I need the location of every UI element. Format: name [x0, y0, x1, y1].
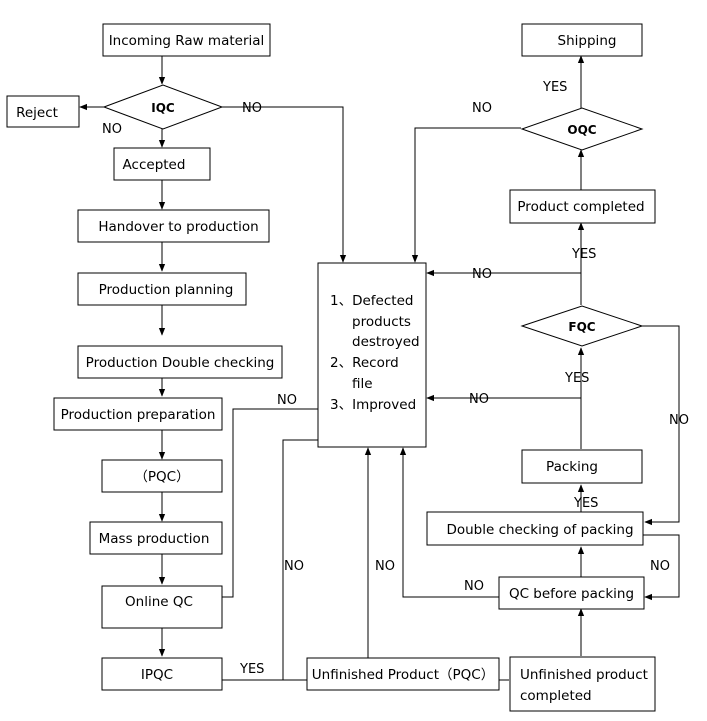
node-qc-before-packing: QC before packing [498, 576, 645, 610]
node-shipping-label: Shipping [558, 33, 617, 49]
node-shipping: Shipping [521, 23, 643, 57]
node-handover: Handover to production [77, 209, 270, 243]
node-double-check: Production Double checking [77, 345, 283, 379]
edge-qcbefore-no-center [399, 447, 499, 598]
connectors [79, 55, 680, 681]
node-product-completed: Product completed [509, 189, 656, 224]
node-ipqc: IPQC [101, 657, 223, 691]
label-no-fqc-center: NO [472, 267, 492, 282]
node-qc-before-packing-label: QC before packing [509, 586, 634, 602]
edge-doublecheck-no-qcbefore [643, 534, 680, 601]
center-line-5: file [352, 376, 373, 392]
node-iqc: IQC [102, 84, 224, 130]
node-unfinished-pqc-label: Unfinished Product（PQC） [312, 667, 494, 683]
center-line-1: 1、Defected [330, 293, 413, 309]
edge-oqc-no-center [411, 127, 521, 263]
center-line-4: 2、Record [330, 355, 399, 371]
label-no-doublecheck: NO [650, 559, 670, 574]
label-no-unfinished: NO [375, 559, 395, 574]
node-online-qc: Online QC [101, 585, 223, 629]
node-unfinished-completed-line-1: Unfinished product [520, 667, 648, 683]
node-double-check-packing: Double checking of packing [426, 511, 644, 546]
node-preparation-label: Production preparation [61, 407, 216, 423]
label-no-packing-center: NO [469, 392, 489, 407]
node-mass: Mass production [89, 521, 223, 555]
node-unfinished-completed-line-2: completed [520, 688, 592, 704]
node-accepted-label: Accepted [123, 157, 186, 173]
node-pqc-label: （PQC） [134, 469, 189, 485]
label-yes-fqc: YES [571, 247, 596, 262]
label-no-qcbefore: NO [464, 579, 484, 594]
node-planning: Production planning [77, 272, 247, 306]
label-yes-ipqc: YES [239, 662, 264, 677]
label-no-fqc-right: NO [669, 413, 689, 428]
center-line-6: 3、Improved [330, 397, 416, 413]
node-incoming: Incoming Raw material [102, 23, 271, 57]
node-ipqc-label: IPQC [141, 667, 173, 683]
edge-iqc-no-center [222, 106, 347, 263]
center-line-2: products [352, 314, 411, 330]
node-unfinished-pqc: Unfinished Product（PQC） [306, 657, 500, 691]
edge-fqc-no-doublecheck [642, 325, 680, 526]
node-packing: Packing [521, 449, 643, 484]
label-no-oqc: NO [472, 101, 492, 116]
node-oqc: OQC [520, 107, 644, 151]
node-planning-label: Production planning [99, 282, 234, 298]
node-product-completed-label: Product completed [517, 199, 644, 215]
edge-onlineqc-no-center [222, 405, 328, 598]
node-center: 1、Defected products destroyed 2、Record f… [317, 262, 427, 448]
label-no-iqc-reject: NO [102, 122, 122, 137]
node-accepted: Accepted [113, 147, 211, 181]
node-iqc-label: IQC [151, 101, 175, 115]
label-yes-doublecheck: YES [573, 496, 598, 511]
node-double-check-packing-label: Double checking of packing [446, 522, 633, 538]
node-fqc-label: FQC [568, 320, 595, 334]
node-mass-label: Mass production [99, 531, 210, 547]
node-double-check-label: Production Double checking [86, 355, 275, 371]
label-no-ipqc: NO [284, 559, 304, 574]
node-reject-label: Reject [16, 105, 58, 121]
node-packing-label: Packing [546, 459, 598, 475]
label-yes-oqc: YES [542, 80, 567, 95]
node-unfinished-completed: Unfinished product completed [509, 656, 656, 712]
node-online-qc-label: Online QC [125, 594, 193, 610]
label-no-iqc-center: NO [242, 101, 262, 116]
node-reject: Reject [6, 95, 80, 128]
label-no-onlineqc: NO [277, 393, 297, 408]
node-pqc: （PQC） [101, 459, 223, 493]
label-yes-fqc-packing: YES [564, 371, 589, 386]
edge-labels: NO NO NO NO YES NO NO NO YES NO NO YES N… [102, 80, 689, 677]
node-oqc-label: OQC [567, 123, 596, 137]
edge-ipqc-no-center [222, 436, 328, 681]
node-preparation: Production preparation [53, 397, 223, 431]
node-handover-label: Handover to production [98, 219, 258, 235]
node-incoming-label: Incoming Raw material [109, 33, 265, 49]
center-line-3: destroyed [352, 334, 420, 350]
node-fqc: FQC [520, 305, 644, 347]
